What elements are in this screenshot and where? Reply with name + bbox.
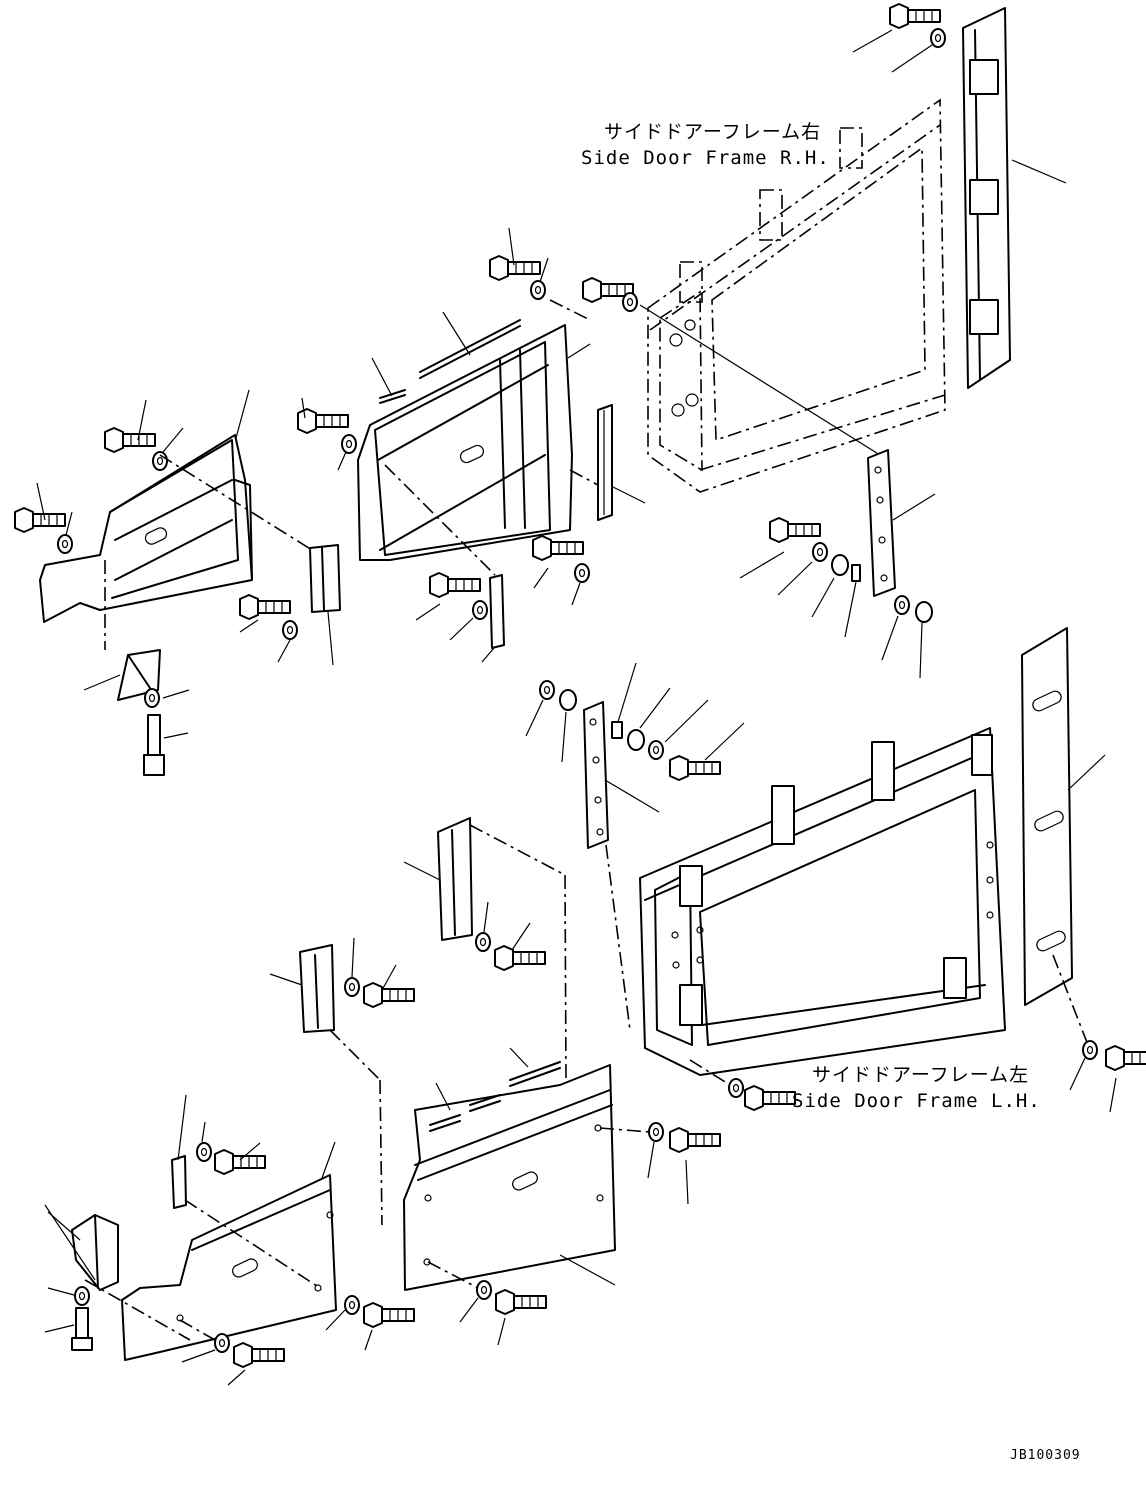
side-door-frame-rh-label-en: Side Door Frame R.H. <box>581 147 830 169</box>
drawing-code: JB100309 <box>1010 1448 1081 1463</box>
washer <box>344 1295 360 1315</box>
washer <box>144 688 160 708</box>
washer <box>57 534 73 554</box>
washer <box>282 620 298 640</box>
seal-strip <box>379 319 521 404</box>
washer <box>648 1122 664 1142</box>
side-door-frame-rh <box>647 98 946 493</box>
washer <box>622 292 638 312</box>
washer <box>728 1078 744 1098</box>
nut <box>831 554 849 576</box>
bolt <box>239 594 291 620</box>
washer <box>648 740 664 760</box>
nut <box>627 729 645 751</box>
hinge-plate-lower-left <box>299 944 335 1033</box>
bolt <box>214 1149 266 1175</box>
pin <box>851 564 861 582</box>
washer <box>812 542 828 562</box>
bolt-vertical <box>143 714 165 776</box>
washer <box>930 28 946 48</box>
bolt <box>532 535 584 561</box>
side-door-frame-lh <box>639 727 1006 1076</box>
bolt <box>429 572 481 598</box>
side-door-frame-lh-label-jp: サイドドアーフレーム左 <box>812 1064 1030 1086</box>
washer <box>1082 1040 1098 1060</box>
bolt <box>233 1342 285 1368</box>
washer <box>341 434 357 454</box>
hinge-plate-upper-center-lower <box>489 574 505 649</box>
washer <box>74 1286 90 1306</box>
seal-strip-lower <box>429 1061 561 1132</box>
hinge-plate-upper-left <box>309 544 341 613</box>
washer <box>214 1333 230 1353</box>
bracket-lower-left <box>71 1214 119 1291</box>
hinge-plate-lower-left-small <box>171 1155 187 1209</box>
nut <box>915 601 933 623</box>
washer <box>574 563 590 583</box>
seal-strip-lh <box>1021 627 1073 1006</box>
bolt <box>744 1085 796 1111</box>
bolt <box>889 3 941 29</box>
nut <box>559 689 577 711</box>
washer <box>539 680 555 700</box>
hinge-plate-lower-center <box>437 817 473 941</box>
side-panel-lower-left <box>121 1174 337 1361</box>
bolt <box>494 945 546 971</box>
hinge-bar-lh <box>583 701 609 849</box>
bolt <box>1105 1045 1146 1071</box>
side-door-frame-rh-label-jp: サイドドアーフレーム右 <box>604 121 822 143</box>
washer <box>476 1280 492 1300</box>
bracket-upper-left <box>117 649 161 701</box>
side-door-frame-lh-label-en: Side Door Frame L.H. <box>792 1090 1041 1112</box>
washer <box>475 932 491 952</box>
bolt <box>669 1127 721 1153</box>
hinge-plate-upper-center-right <box>597 404 613 521</box>
washer <box>530 280 546 300</box>
side-panel-upper-left <box>39 434 253 623</box>
washer <box>472 600 488 620</box>
bolt <box>297 408 349 434</box>
washer <box>344 977 360 997</box>
bolt <box>363 982 415 1008</box>
hinge-bar-rh <box>867 449 896 597</box>
bolt <box>495 1289 547 1315</box>
seal-strip-rh <box>962 7 1011 389</box>
side-panel-upper-center <box>357 324 573 561</box>
pin <box>611 721 623 739</box>
washer <box>196 1142 212 1162</box>
bolt <box>363 1302 415 1328</box>
bolt <box>14 507 66 533</box>
washer <box>152 451 168 471</box>
side-panel-lower-center <box>403 1064 616 1291</box>
washer <box>894 595 910 615</box>
bolt <box>104 427 156 453</box>
bolt <box>669 755 721 781</box>
bolt <box>489 255 541 281</box>
bolt-vertical <box>71 1307 93 1351</box>
bolt <box>769 517 821 543</box>
